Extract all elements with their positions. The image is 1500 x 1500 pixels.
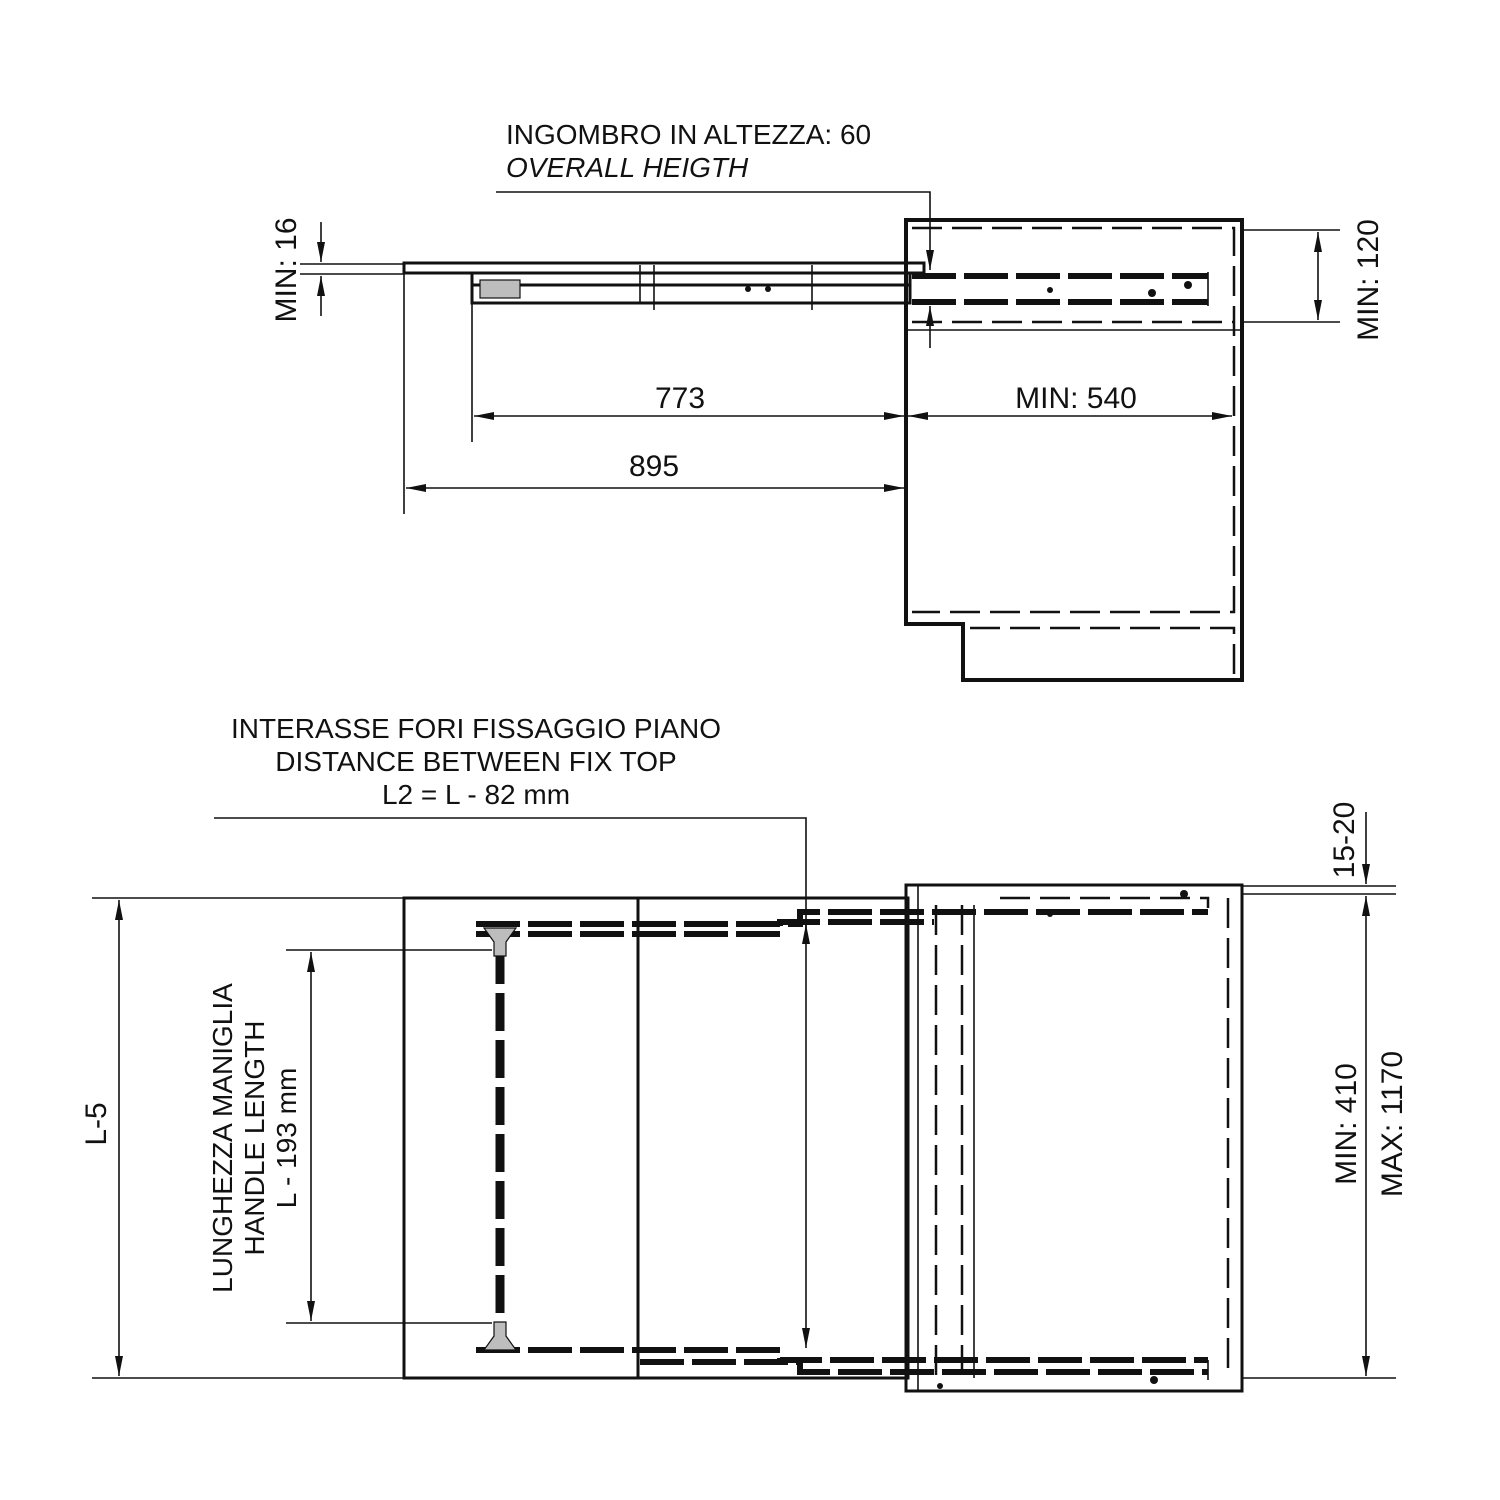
fix-top-formula: L2 = L - 82 mm [382,779,570,810]
runner-top-screw-2 [1047,911,1053,917]
handle-bracket-bottom [482,1321,518,1351]
runner-screw-2 [765,286,771,292]
handle-label-it: LUNGHEZZA MANIGLIA [207,983,238,1293]
min16-label: MIN: 16 [270,217,303,322]
runner-top-upper [476,909,1208,927]
overall-height-leader [496,191,934,270]
runner-top-lower [476,919,934,937]
fix-top-leader [214,817,807,940]
runner-screw-4 [1148,289,1156,297]
cabinet-inner-dashed [912,226,1236,614]
handle-formula: L - 193 mm [271,1068,302,1209]
side-view: MIN: 16 INGOMBRO IN ALTEZZA: 60 OVERALL … [270,119,1385,682]
cabinet-side-outline [904,218,1244,682]
overall-height-label-en: OVERALL HEIGTH [506,152,749,183]
overall-height-label-it: INGOMBRO IN ALTEZZA: 60 [506,119,871,150]
handle-bracket-top [482,927,518,957]
cabinet-top-outline [904,883,1244,1393]
fix-top-label-it: INTERASSE FORI FISSAGGIO PIANO [231,713,721,744]
runner-bottom-upper [476,1347,1208,1363]
runner-screw-3 [1047,287,1053,293]
runner-bottom-lower [640,1359,1208,1375]
width-max-label: MAX: 1170 [1376,1051,1409,1197]
gap-label: 15-20 [1328,802,1361,879]
runner-body [470,271,912,305]
runner-screw-1 [745,286,751,292]
fix-top-label-en: DISTANCE BETWEEN FIX TOP [275,746,676,777]
l5-label: L-5 [80,1102,113,1145]
dim895-label: 895 [629,450,679,483]
runner-end-stop [479,279,521,299]
plinth-dashed [970,626,1236,674]
worktop-top-outline [402,896,910,1380]
runner-top-screw-1 [1180,890,1188,898]
runner-bottom-screw-1 [1150,1376,1158,1384]
width-min-label: MIN: 410 [1330,1063,1363,1185]
runner-screw-5 [1184,281,1192,289]
top-view: INTERASSE FORI FISSAGGIO PIANO DISTANCE … [80,713,1409,1393]
min540-label: MIN: 540 [1015,382,1137,415]
runner-bottom-screw-2 [937,1383,943,1389]
handle-label-en: HANDLE LENGTH [239,1021,270,1256]
runner-top-dashed [1000,896,1210,908]
dim773-label: 773 [655,382,705,415]
min120-label: MIN: 120 [1352,219,1385,341]
